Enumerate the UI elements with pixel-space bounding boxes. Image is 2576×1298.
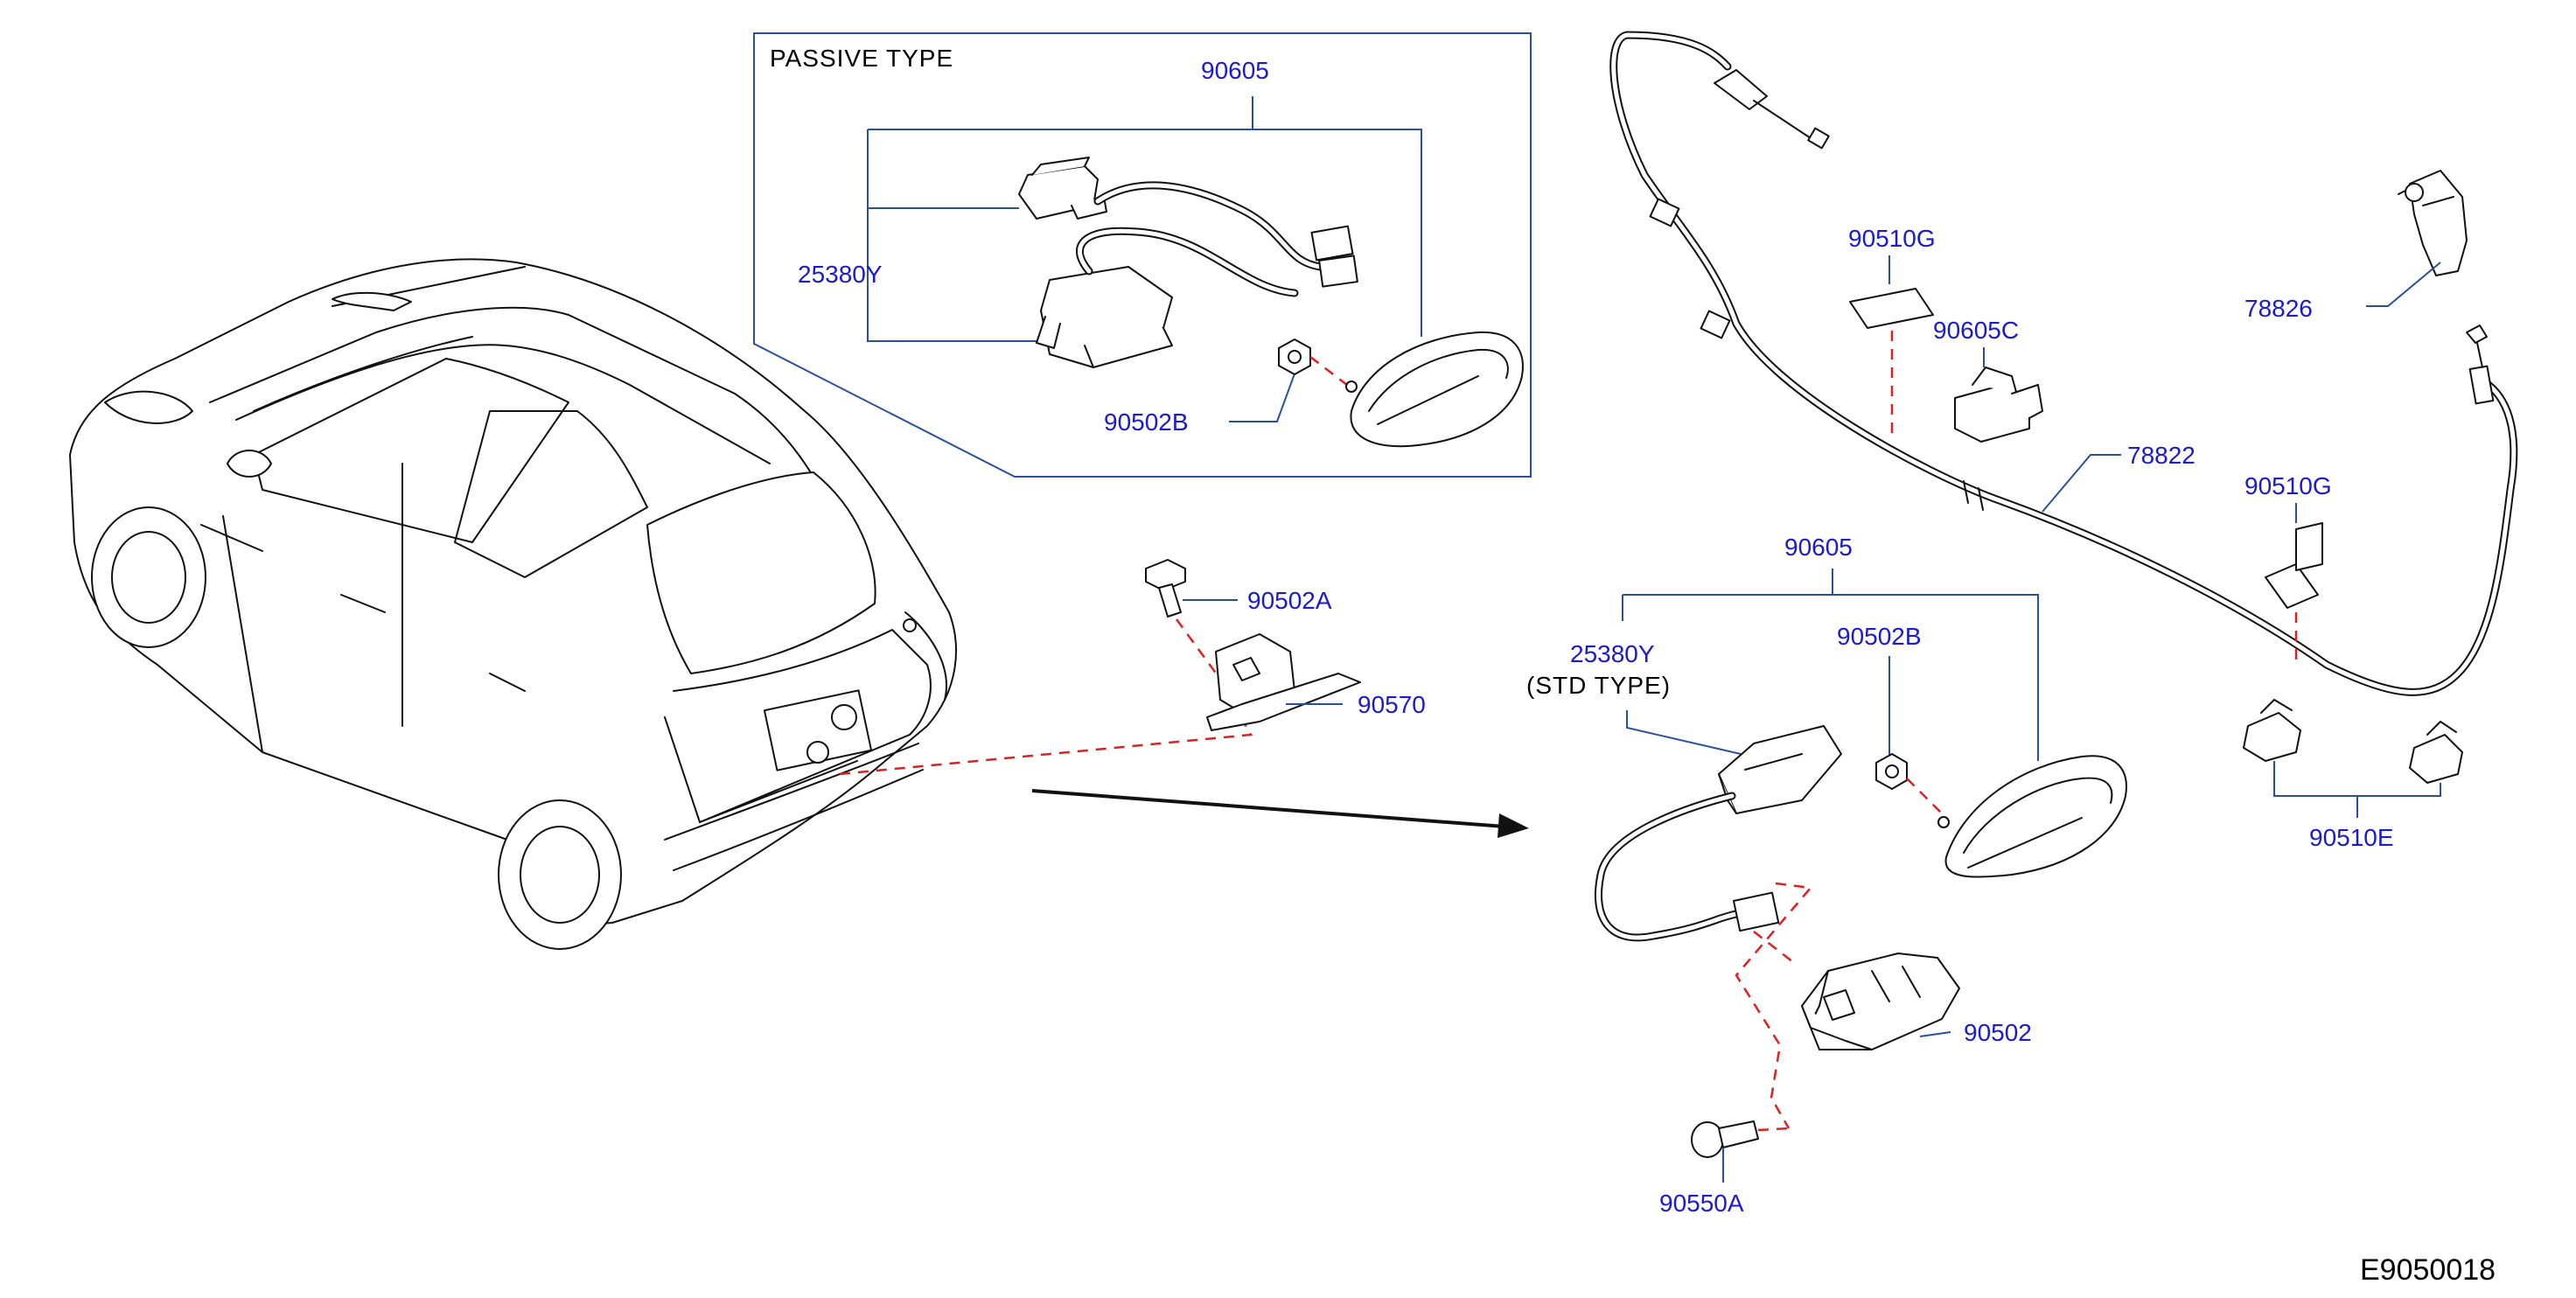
label-90510g-b: 90510G <box>2244 472 2332 499</box>
label-90502b-top: 90502B <box>1104 408 1189 436</box>
bracket-90570 <box>1206 633 1361 731</box>
label-90605-top: 90605 <box>1201 57 1269 84</box>
label-25380y-top: 25380Y <box>798 261 883 288</box>
clip-90605c <box>1954 366 2043 443</box>
finisher-std <box>1937 755 2127 878</box>
actuator-top <box>1018 157 1107 220</box>
label-25380y-mid: 25380Y <box>1570 640 1655 667</box>
part-78826 <box>2398 170 2468 276</box>
finisher-top <box>1345 331 1524 448</box>
pad-90510g-b <box>2265 563 2319 609</box>
label-90550a: 90550A <box>1659 1190 1744 1217</box>
label-90510g-a: 90510G <box>1848 225 1936 252</box>
lock-90502 <box>1801 953 1960 1050</box>
label-78822: 78822 <box>2127 442 2196 469</box>
switch-module-top <box>1036 266 1173 368</box>
passive-type-title: PASSIVE TYPE <box>770 45 953 72</box>
label-90605-mid: 90605 <box>1784 534 1853 561</box>
actuator-std <box>1718 725 1842 814</box>
label-90570: 90570 <box>1358 691 1426 718</box>
drawing-code: E9050018 <box>2360 1253 2496 1287</box>
car-to-bracket-dash <box>839 703 1253 776</box>
vehicle-illustration <box>69 258 957 950</box>
direction-arrow <box>1031 789 1529 838</box>
label-78826: 78826 <box>2244 295 2313 322</box>
label-90502a: 90502A <box>1247 587 1332 614</box>
bolt-90550a <box>1691 1120 1790 1158</box>
bolt-90502a <box>1145 559 1231 692</box>
label-90605c: 90605C <box>1933 317 2019 344</box>
part-labels: 90510G 90605C 78826 78822 90510G 90502A … <box>1247 225 2496 1287</box>
clips-90510e <box>2243 699 2463 784</box>
label-90510e: 90510E <box>2309 824 2394 851</box>
label-90502b-mid: 90502B <box>1837 623 1922 650</box>
passive-type-box: PASSIVE TYPE <box>753 32 1532 478</box>
pad-90510g-a <box>1849 288 1934 329</box>
label-std-type: (STD TYPE) <box>1526 672 1671 699</box>
label-90502: 90502 <box>1964 1019 2032 1046</box>
cable-assembly <box>1609 31 2518 818</box>
